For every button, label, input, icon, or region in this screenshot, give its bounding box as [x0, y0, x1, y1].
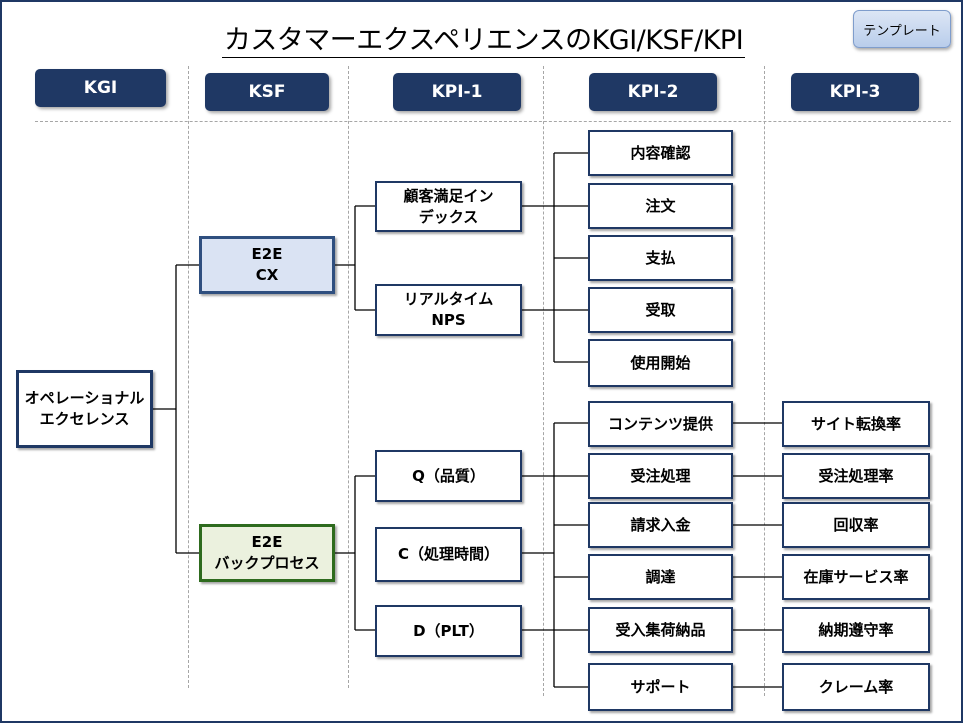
kpi3-site-conversion-rate: サイト転換率 [782, 401, 930, 447]
kpi1-processing-time: C（処理時間） [375, 527, 522, 582]
kpi3-order-processing-rate: 受注処理率 [782, 453, 930, 499]
kpi3-stock-service-rate: 在庫サービス率 [782, 554, 930, 600]
header-divider [35, 121, 951, 122]
kpi2-content-check: 内容確認 [588, 130, 733, 176]
kpi2-shipping: 受入集荷納品 [588, 607, 733, 653]
column-divider-1 [188, 66, 189, 688]
ksf-e2e-cx: E2E CX [199, 236, 335, 294]
kpi1-realtime-nps: リアルタイム NPS [375, 284, 522, 336]
kpi3-complaint-rate: クレーム率 [782, 663, 930, 711]
kpi3-collection-rate: 回収率 [782, 502, 930, 548]
kpi2-support: サポート [588, 663, 733, 711]
kpi1-quality: Q（品質） [375, 450, 522, 502]
kpi2-start-use: 使用開始 [588, 339, 733, 387]
ksf-e2e-back-process: E2E バックプロセス [199, 524, 335, 582]
template-button[interactable]: テンプレート [853, 10, 951, 48]
kpi2-procurement: 調達 [588, 554, 733, 600]
page-title: カスタマーエクスペリエンスのKGI/KSF/KPI [2, 18, 963, 58]
kpi3-delivery-compliance-rate: 納期遵守率 [782, 607, 930, 653]
page-title-text: カスタマーエクスペリエンスのKGI/KSF/KPI [221, 25, 746, 58]
column-divider-3 [543, 66, 544, 696]
header-kpi-2: KPI-2 [589, 73, 717, 111]
kpi2-content-provide: コンテンツ提供 [588, 401, 733, 447]
kpi1-customer-satisfaction-index: 顧客満足イン デックス [375, 181, 522, 232]
kpi2-receive: 受取 [588, 287, 733, 333]
header-kgi: KGI [35, 69, 166, 107]
kpi1-plt: D（PLT） [375, 605, 522, 657]
kpi2-payment: 支払 [588, 235, 733, 281]
header-kpi-1: KPI-1 [393, 73, 521, 111]
column-divider-4 [764, 66, 765, 696]
header-ksf: KSF [205, 73, 329, 111]
kpi2-order-processing: 受注処理 [588, 453, 733, 499]
kpi2-billing: 請求入金 [588, 502, 733, 548]
kpi2-order: 注文 [588, 183, 733, 229]
kgi-operational-excellence: オペレーショナル エクセレンス [16, 370, 153, 448]
header-kpi-3: KPI-3 [791, 73, 919, 111]
column-divider-2 [348, 66, 349, 688]
